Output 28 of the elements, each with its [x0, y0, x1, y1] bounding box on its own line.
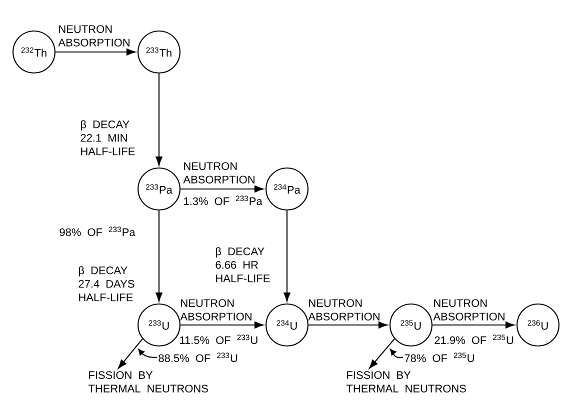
percentage-label: 11.5% OF $^{233}$U — [180, 334, 258, 344]
edge-label: β DECAY 27.4 DAYS HALF-LIFE — [78, 266, 134, 302]
arrow — [284, 210, 290, 302]
leader-line — [390, 348, 403, 358]
arrow — [432, 322, 515, 328]
edge-label: NEUTRON ABSORPTION — [58, 25, 130, 46]
note-text: FISSION BY THERMAL NEUTRONS — [346, 371, 466, 392]
note-text: FISSION BY THERMAL NEUTRONS — [88, 371, 208, 392]
edge-label: β DECAY 6.66 HR HALF-LIFE — [216, 247, 270, 282]
leader-line — [138, 348, 157, 358]
arrow — [56, 48, 136, 56]
note-text: 78% OF $^{235}$U — [404, 352, 474, 362]
percentage-label: 1.3% OF $^{233}$Pa — [184, 196, 262, 206]
edge-label: β DECAY 22.1 MIN HALF-LIFE — [80, 120, 135, 156]
arrow — [180, 322, 264, 328]
arrow — [156, 210, 162, 302]
edge-label: NEUTRON ABSORPTION — [308, 299, 380, 320]
percentage-label: 21.9% OF $^{235}$U — [434, 334, 514, 344]
percentage-label: 98% OF $^{233}$Pa — [60, 226, 136, 236]
arrow — [369, 338, 395, 369]
note-text: 88.5% OF $^{233}$U — [158, 352, 238, 362]
arrow — [308, 322, 388, 328]
arrow — [118, 338, 143, 369]
arrow — [156, 74, 162, 166]
edge-label: NEUTRON ABSORPTION — [180, 299, 252, 320]
edge-label: NEUTRON ABSORPTION — [183, 162, 254, 184]
arrow — [180, 186, 264, 192]
edge-label: NEUTRON ABSORPTION — [433, 299, 504, 320]
